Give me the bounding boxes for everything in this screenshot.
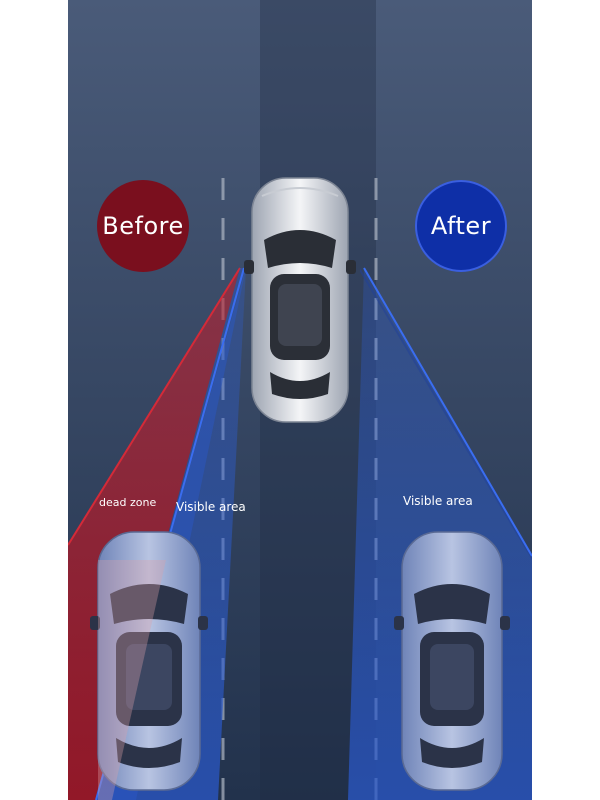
- rear-right-car: [394, 531, 510, 791]
- rear-left-car: [90, 531, 208, 791]
- before-badge: Before: [97, 180, 189, 272]
- main-car: [244, 177, 356, 423]
- visible-right-edge: [363, 267, 532, 557]
- road-scene: [68, 0, 532, 800]
- dead-zone-label: dead zone: [99, 496, 157, 509]
- after-badge: After: [415, 180, 507, 272]
- visible-area-right-strip: [360, 268, 532, 560]
- visible-area-left-label: Visible area: [176, 500, 246, 514]
- dead-zone-edge: [68, 267, 241, 546]
- dead-zone-car-overlap: [98, 560, 166, 800]
- visible-area-right-label: Visible area: [403, 494, 473, 508]
